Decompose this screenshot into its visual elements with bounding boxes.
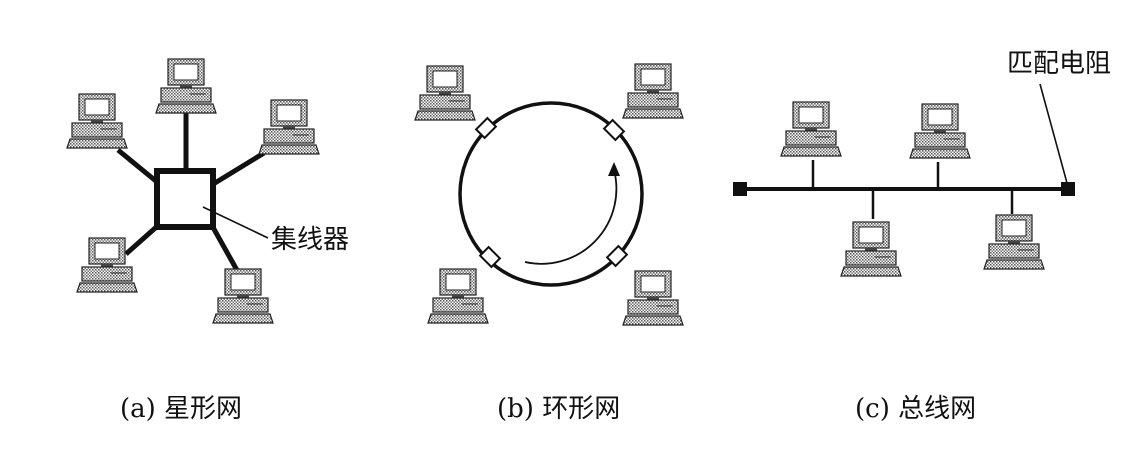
- star-topology: 集线器: [66, 58, 349, 324]
- computer-icon: [983, 214, 1045, 270]
- arrowhead-icon: [608, 162, 620, 176]
- hub-box: [154, 168, 216, 230]
- caption-bus: (c) 总线网: [855, 394, 976, 424]
- terminator-left: [733, 182, 747, 196]
- caption-ring: (b) 环形网: [497, 394, 620, 424]
- ring-direction-arrow: [524, 169, 618, 265]
- hub-leader-line: [202, 206, 269, 239]
- bus-drops: [811, 160, 1014, 219]
- computer-icon: [66, 93, 128, 149]
- ring-connectors: [474, 116, 629, 269]
- computer-icon: [414, 65, 476, 121]
- hub-label: 集线器: [271, 225, 349, 255]
- terminator-leader-line: [1039, 83, 1068, 184]
- caption-star: (a) 星形网: [120, 394, 242, 424]
- computer-icon: [258, 99, 320, 155]
- computer-icon: [622, 270, 684, 326]
- ring-topology: [414, 63, 684, 326]
- computer-icon: [155, 58, 217, 114]
- terminator-label: 匹配电阻: [1007, 49, 1111, 79]
- computer-icon: [76, 237, 138, 293]
- computer-icon: [840, 221, 902, 277]
- bus-topology: 匹配电阻: [733, 49, 1111, 277]
- terminator-right: [1061, 182, 1075, 196]
- computer-icon: [427, 268, 489, 324]
- computer-icon: [622, 63, 684, 119]
- ring-cable: [458, 101, 644, 287]
- computer-icon: [780, 101, 842, 157]
- computer-icon: [212, 268, 274, 324]
- computer-icon: [909, 103, 971, 159]
